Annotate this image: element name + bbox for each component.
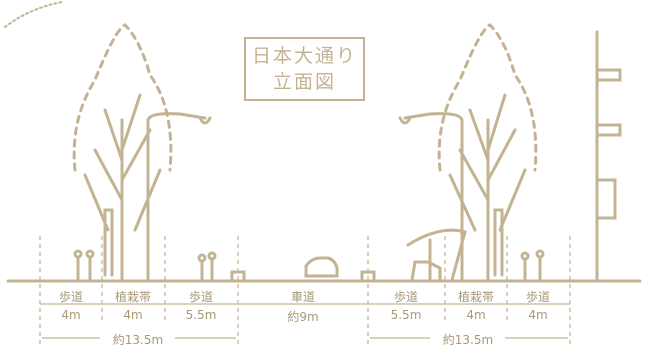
- total-width-right: 約13.5m: [442, 333, 494, 347]
- section-name: 植栽帯: [457, 290, 495, 304]
- left-tree: [72, 23, 173, 282]
- section-name: 歩道: [393, 290, 419, 304]
- left-street-lamp: [146, 112, 212, 282]
- section-width: 5.5m: [185, 308, 217, 322]
- section-name: 歩道: [58, 290, 84, 304]
- right-tree: [437, 23, 538, 282]
- section-width: 4m: [466, 308, 486, 322]
- building-facade: [595, 30, 622, 282]
- car: [304, 256, 339, 278]
- section-name: 車道: [290, 290, 316, 304]
- section-width: 5.5m: [390, 308, 422, 322]
- cafe-umbrella: [406, 228, 467, 282]
- section-name: 植栽帯: [114, 290, 152, 304]
- title-line2: 立面図: [272, 71, 336, 93]
- section-name: 歩道: [525, 290, 551, 304]
- section-width: 4m: [528, 308, 548, 322]
- section-width: 約9m: [287, 310, 319, 324]
- total-width-left: 約13.5m: [112, 333, 164, 347]
- section-width: 4m: [61, 308, 81, 322]
- section-width: 4m: [123, 308, 143, 322]
- title-line1: 日本大通り: [251, 45, 357, 67]
- section-name: 歩道: [188, 290, 214, 304]
- decorative-arc: [4, 1, 63, 28]
- right-street-lamp: [398, 112, 464, 282]
- diagram-title: 日本大通り 立面図: [244, 37, 365, 101]
